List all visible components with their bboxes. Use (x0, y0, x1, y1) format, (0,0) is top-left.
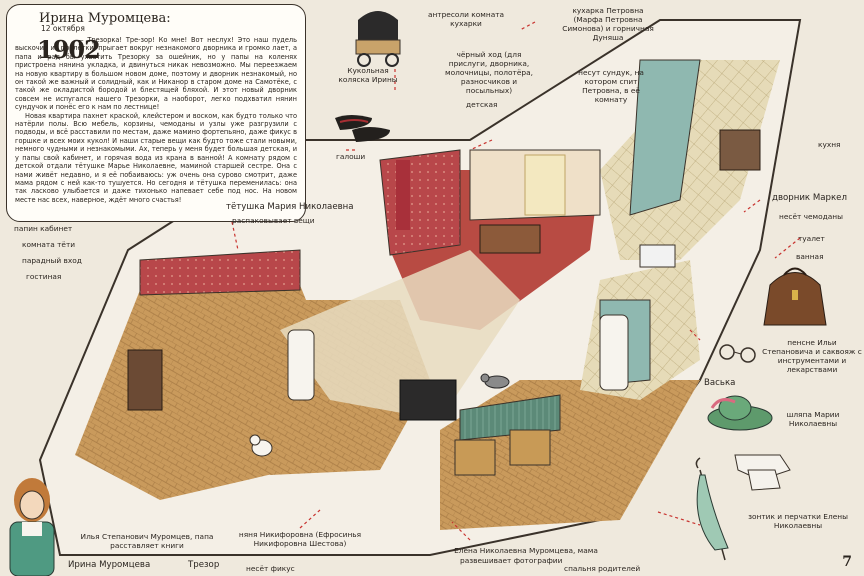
label-pince-nez: пенсне Ильи Степановича и саквояж с инст… (762, 338, 862, 374)
irina-portrait (9, 478, 55, 576)
label-aunt-action: распаковывает вещи (232, 216, 315, 225)
hat-icon (707, 395, 773, 431)
diary-paragraph: Новая квартира пахнет краской, клейстеро… (15, 111, 297, 204)
trunk (479, 224, 541, 254)
label-hat: шляпа Марии Николаевны (786, 410, 840, 428)
label-irina: Ирина Муромцева (68, 560, 151, 570)
label-nursery: детская (466, 100, 498, 109)
label-galoshes: галоши (336, 152, 366, 161)
bookcase (127, 349, 163, 411)
label-mother-action: развешивает фотографии (460, 556, 563, 565)
label-cook: кухарка Петровна (Марфа Петровна Симонов… (562, 6, 654, 42)
tiled-stove (599, 314, 629, 391)
piano (399, 379, 457, 421)
galoshes-icon (335, 115, 390, 142)
label-janitor-action: несёт чемоданы (779, 212, 843, 221)
label-aunt-room: комната тёти (22, 240, 76, 249)
bedroom-wall (459, 394, 561, 441)
page-number: 7 (842, 554, 852, 570)
label-nanny-action: несёт фикус (246, 564, 295, 573)
label-doll-pram: Кукольная коляска Ирины (338, 66, 398, 84)
label-trezor: Трезор (188, 560, 220, 570)
annotation-arrows (231, 21, 801, 541)
label-front-entrance: парадный вход (22, 256, 82, 265)
diary-card: Ирина Муромцева: 12 октября 1902 — Трезо… (6, 4, 306, 222)
label-papa-study: папин кабинет (14, 224, 73, 233)
aunt-room-wall (379, 149, 461, 256)
diary-year: 1902 (37, 35, 101, 64)
label-toilet: туалет (798, 234, 825, 243)
label-janitor: дворник Маркел (772, 193, 847, 203)
kitchen-wall (629, 59, 701, 216)
cat-icon (480, 373, 510, 389)
living-room-wall (139, 249, 301, 296)
curtain (396, 160, 410, 230)
label-father: Илья Степанович Муромцев, папа расставля… (80, 532, 214, 550)
tiled-stove (287, 329, 315, 401)
label-bathroom: ванная (796, 252, 824, 261)
bathtub (639, 244, 676, 268)
pince-nez-icon (719, 344, 756, 363)
trezor-dog-icon (249, 434, 273, 457)
label-living-room: гостиная (26, 272, 62, 281)
parasol-icon (695, 457, 729, 561)
label-vaska: Васька (704, 378, 736, 388)
label-parents-bedroom: спальня родителей (564, 564, 641, 573)
label-back-entrance: чёрный ход (для прислуги, дворника, моло… (445, 50, 533, 95)
doll-pram-icon (355, 11, 401, 67)
curtain (524, 154, 566, 216)
doctor-bag-icon (763, 267, 827, 326)
label-parasol: зонтик и перчатки Елены Николаевны (748, 512, 848, 530)
label-aunt: тётушка Мария Николаевна (226, 202, 354, 212)
label-cook-action: несут сундук, на котором спит Петровна, … (578, 68, 644, 104)
label-mezzanine: антресоли комната кухарки (427, 10, 505, 28)
label-mother: Елена Николаевна Муромцева, мама (454, 546, 598, 555)
diary-author: Ирина Муромцева: (39, 11, 171, 26)
diary-date: 12 октября (41, 24, 85, 33)
bed (454, 439, 496, 476)
label-kitchen: кухня (818, 140, 841, 149)
diary-paragraph: — Трезорка! Тре-зор! Ко мне! Вот неслух!… (15, 36, 297, 112)
corridor-floor (280, 250, 520, 420)
bed (509, 429, 551, 466)
cook-trunk (719, 129, 761, 171)
label-nanny: няня Никифоровна (Ефросинья Никифоровна … (238, 530, 362, 548)
gloves-icon (734, 454, 791, 491)
